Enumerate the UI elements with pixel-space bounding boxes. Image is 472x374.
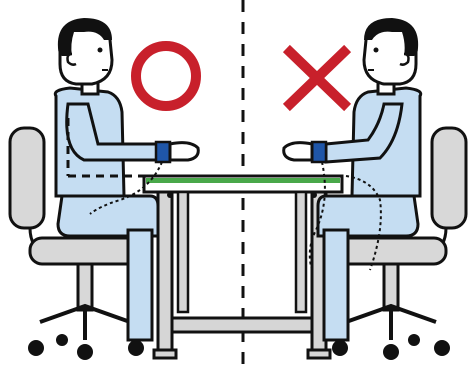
blood-pressure-cuff-icon <box>156 142 170 162</box>
cross-mark-icon <box>290 52 344 104</box>
table-top-green-edge <box>146 178 340 183</box>
circle-mark-icon <box>136 46 196 106</box>
blood-pressure-cuff-icon <box>312 142 326 162</box>
